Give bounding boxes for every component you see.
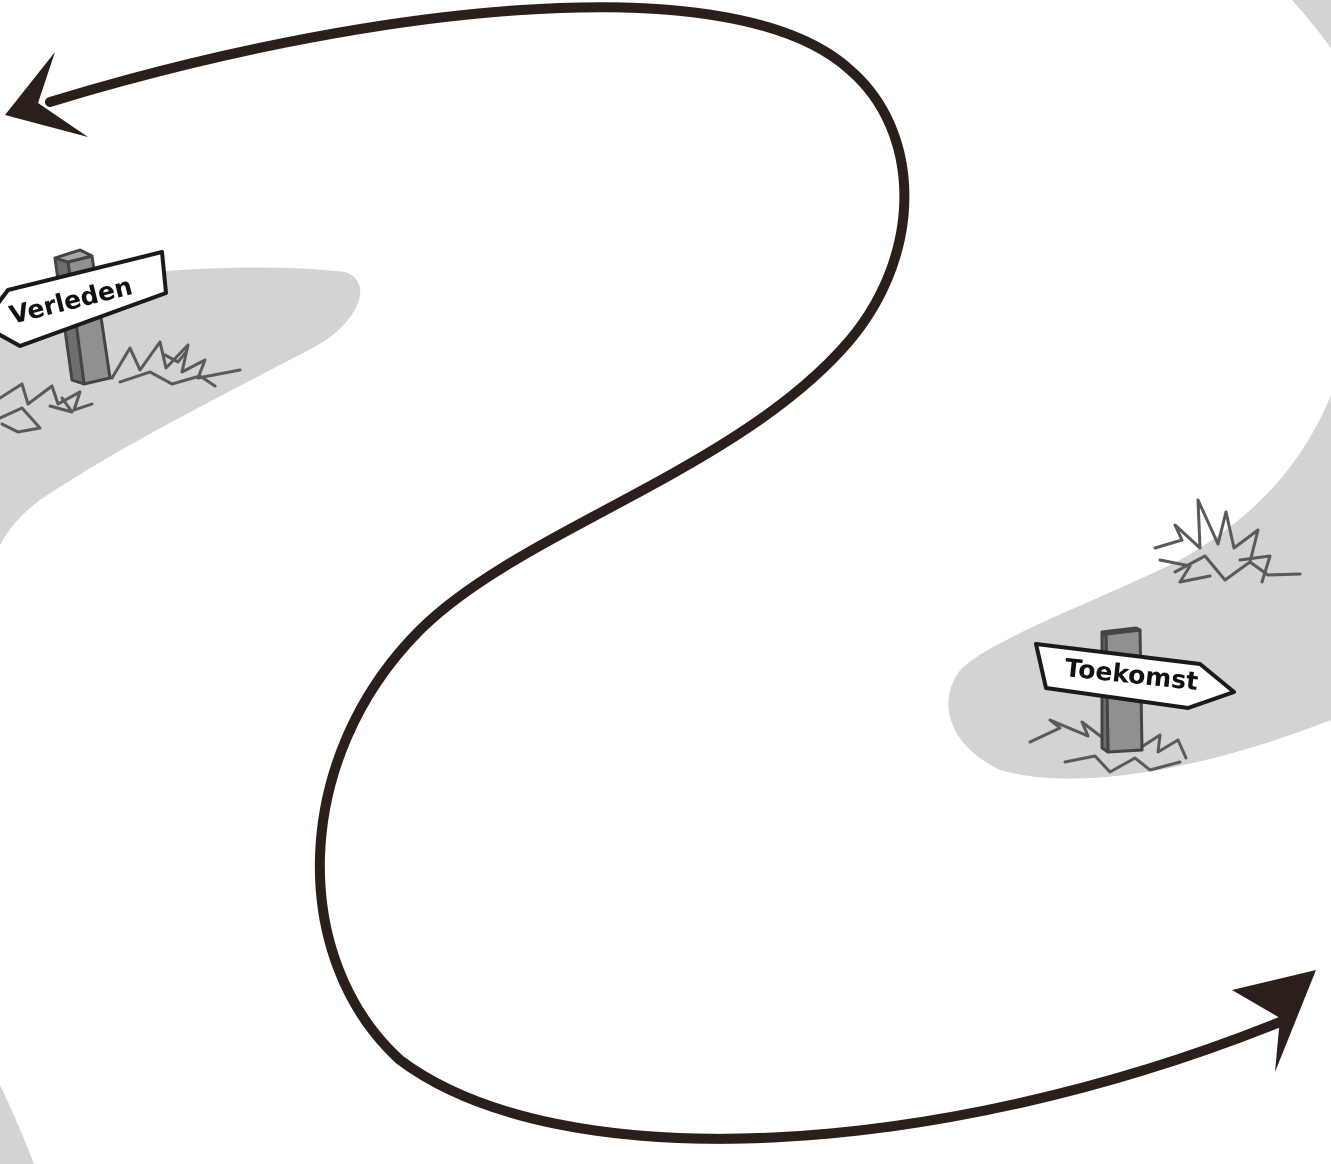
timeline-path [50, 7, 1285, 1139]
road-left-bottom [0, 1085, 34, 1164]
road-top-right [1292, 0, 1331, 48]
